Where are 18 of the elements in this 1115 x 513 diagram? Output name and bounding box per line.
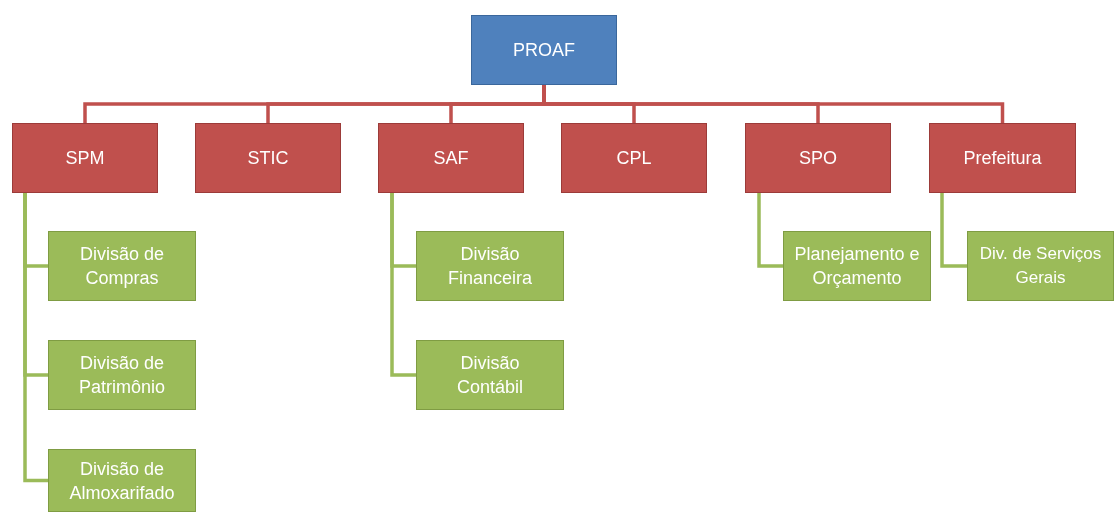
top-unit-box: PROAF: [471, 15, 617, 85]
department-box: CPL: [561, 123, 707, 193]
division-box: Divisão Contábil: [416, 340, 564, 410]
department-box: Prefeitura: [929, 123, 1076, 193]
connector-line: [757, 193, 783, 268]
connector-line: [940, 193, 967, 268]
department-box: SPO: [745, 123, 891, 193]
department-box: STIC: [195, 123, 341, 193]
connector-line: [23, 193, 48, 483]
division-box: Divisão de Almoxarifado: [48, 449, 196, 512]
division-box: Divisão de Patrimônio: [48, 340, 196, 410]
division-box: Planejamento e Orçamento: [783, 231, 931, 301]
division-box: Div. de Serviços Gerais: [967, 231, 1114, 301]
division-box: Divisão de Compras: [48, 231, 196, 301]
department-box: SPM: [12, 123, 158, 193]
division-box: Divisão Financeira: [416, 231, 564, 301]
department-box: SAF: [378, 123, 524, 193]
connector-line: [390, 193, 416, 377]
